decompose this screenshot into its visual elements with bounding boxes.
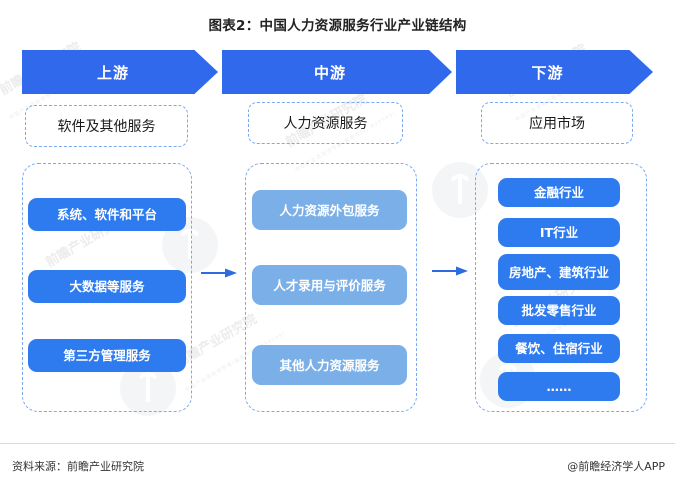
list-item[interactable]: 人力资源外包服务 — [252, 190, 407, 230]
list-item[interactable]: 金融行业 — [498, 178, 620, 207]
stage-subtitle-upstream: 软件及其他服务 — [25, 105, 188, 147]
stage-header-label: 中游 — [313, 63, 346, 82]
list-item[interactable]: 人才录用与评价服务 — [252, 265, 407, 305]
stage-header-label: 下游 — [531, 63, 564, 82]
stage-header-midstream[interactable]: 中游 — [222, 50, 452, 94]
stage-subtitle-label: 软件及其他服务 — [57, 119, 156, 135]
source-note: 资料来源：前瞻产业研究院 — [12, 460, 144, 473]
attribution-note: @前瞻经济学人APP — [567, 460, 665, 473]
list-item[interactable]: 房地产、建筑行业 — [498, 254, 620, 290]
list-item[interactable]: 餐饮、住宿行业 — [498, 334, 620, 363]
stage-subtitle-label: 人力资源服务 — [283, 116, 368, 132]
stage-header-upstream[interactable]: 上游 — [22, 50, 218, 94]
stage-container-midstream — [245, 163, 417, 412]
list-item[interactable]: 第三方管理服务 — [28, 339, 186, 372]
stage-subtitle-label: 应用市场 — [529, 116, 585, 132]
list-item[interactable]: …… — [498, 372, 620, 401]
list-item[interactable]: IT行业 — [498, 218, 620, 247]
footer-divider — [0, 443, 675, 444]
stage-header-label: 上游 — [96, 63, 129, 82]
list-item[interactable]: 大数据等服务 — [28, 270, 186, 303]
stage-subtitle-downstream: 应用市场 — [481, 102, 633, 144]
list-item[interactable]: 系统、软件和平台 — [28, 198, 186, 231]
list-item[interactable]: 其他人力资源服务 — [252, 345, 407, 385]
arrow-right-icon — [432, 266, 468, 276]
stage-container-downstream — [475, 163, 647, 412]
stage-header-downstream[interactable]: 下游 — [456, 50, 653, 94]
stage-container-upstream — [22, 163, 192, 412]
stage-subtitle-midstream: 人力资源服务 — [248, 102, 403, 144]
page-title: 图表2：中国人力资源服务行业产业链结构 — [208, 18, 467, 34]
arrow-right-icon — [201, 268, 237, 278]
list-item[interactable]: 批发零售行业 — [498, 296, 620, 325]
